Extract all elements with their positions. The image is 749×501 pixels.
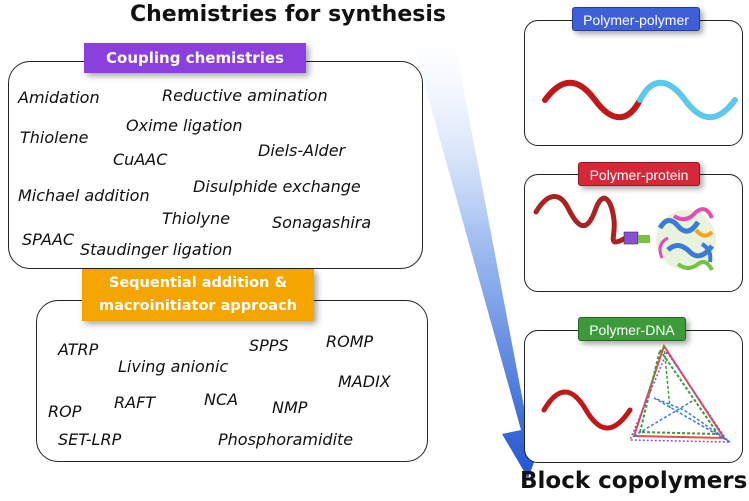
coupling-chemistries-heading: Coupling chemistries [84, 43, 306, 73]
chemistry-item: Reductive amination [162, 86, 328, 105]
method-item: ROP [48, 402, 82, 421]
method-item: Phosphoramidite [218, 430, 354, 449]
chemistry-item: Amidation [18, 88, 100, 107]
chemistry-item: Michael addition [18, 186, 150, 205]
sequential-addition-heading: Sequential addition & macroinitiator app… [82, 269, 314, 321]
chemistry-item: Thiolyne [162, 209, 231, 228]
block-copolymers-label: Block copolymers [520, 468, 748, 494]
polymer-protein-tag: Polymer-protein [578, 162, 700, 186]
chemistry-item: SPAAC [22, 230, 75, 249]
chemistry-item: CuAAC [113, 150, 168, 169]
chemistry-item: Sonagashira [272, 213, 372, 232]
coupling-chemistries-panel [8, 61, 423, 269]
diagram-title: Chemistries for synthesis [130, 2, 446, 27]
method-item: NMP [272, 398, 308, 417]
method-item: RAFT [114, 393, 156, 412]
method-item: ROMP [326, 332, 374, 351]
chemistry-item: Staudinger ligation [80, 240, 233, 259]
method-item: Living anionic [118, 357, 229, 376]
diblock-polymer-graphic [542, 79, 738, 121]
method-item: SET-LRP [58, 430, 122, 449]
method-item: NCA [204, 390, 239, 409]
sequential-heading-line1: Sequential addition & [108, 275, 288, 291]
method-item: SPPS [249, 336, 289, 355]
chemistry-item: Oxime ligation [126, 116, 243, 135]
polymer-dna-tag: Polymer-DNA [578, 317, 686, 341]
polymer-protein-graphic [533, 194, 716, 271]
method-item: ATRP [58, 340, 99, 359]
polymer-polymer-tag: Polymer-polymer [572, 7, 700, 31]
polymer-dna-graphic [541, 343, 731, 443]
chemistry-item: Thiolene [20, 128, 89, 147]
chemistry-item: Diels-Alder [258, 141, 346, 160]
chemistry-item: Disulphide exchange [193, 177, 361, 196]
sequential-addition-panel [36, 300, 428, 462]
sequential-heading-line2: macroinitiator approach [98, 298, 297, 314]
method-item: MADIX [338, 372, 391, 391]
